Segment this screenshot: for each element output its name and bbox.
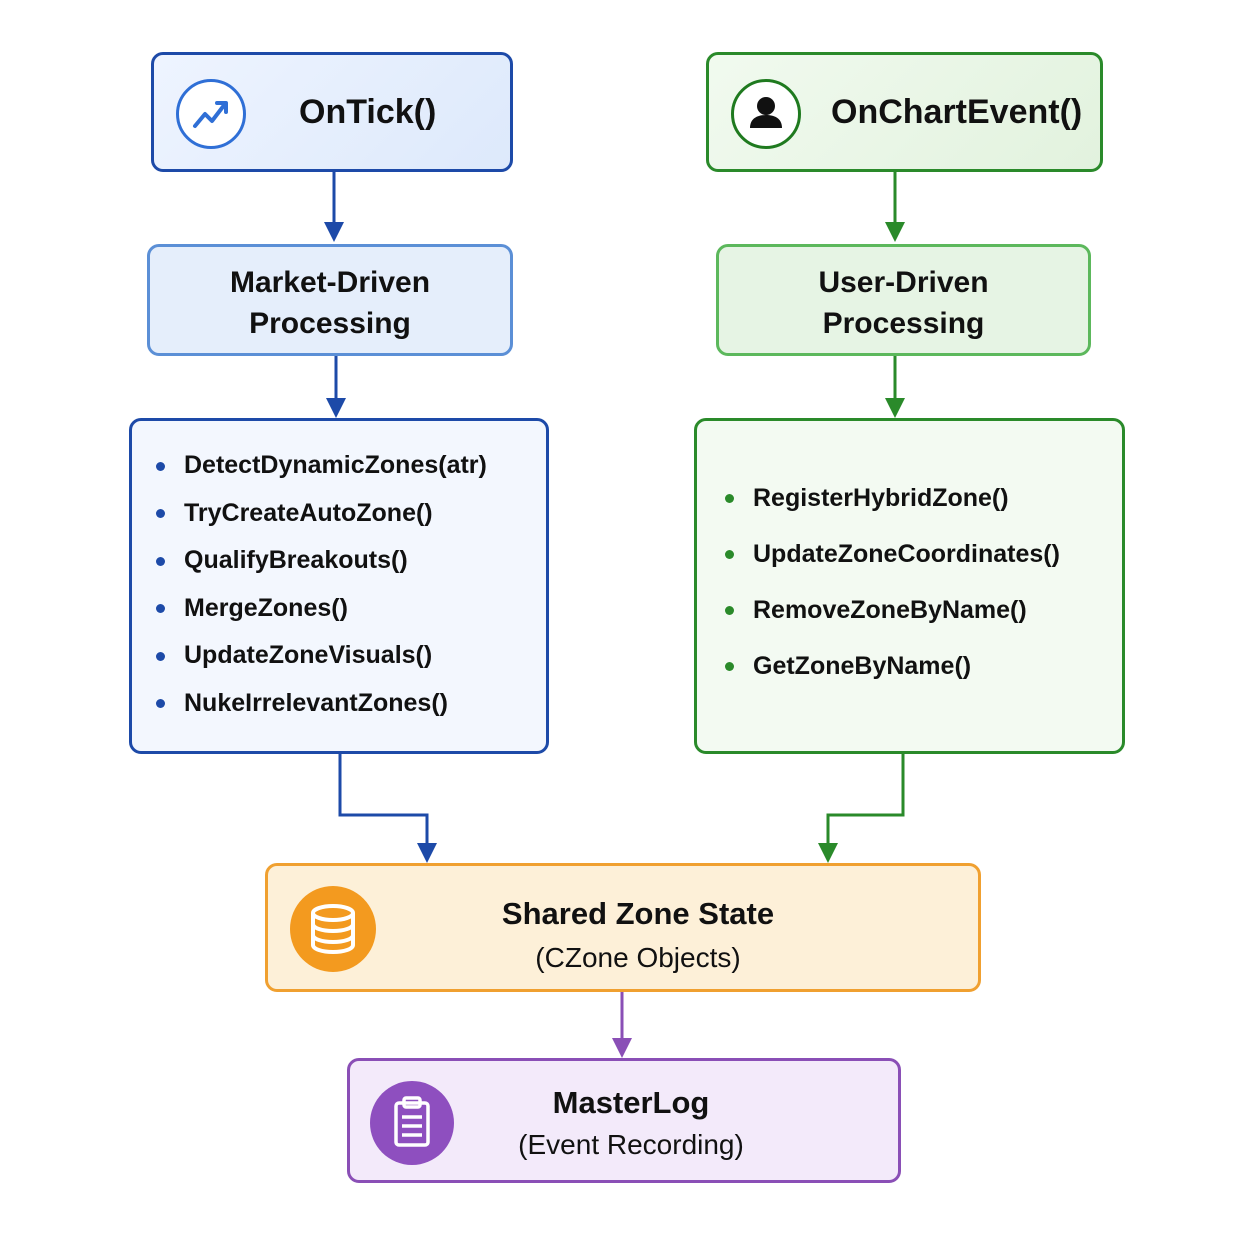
user-driven-line1: User-Driven	[818, 266, 989, 299]
user-function-list: RegisterHybridZone() UpdateZoneCoordinat…	[725, 470, 1060, 694]
ontick-node[interactable]: OnTick()	[151, 52, 513, 172]
masterlog-title: MasterLog	[552, 1085, 710, 1120]
arrowhead	[324, 222, 344, 242]
list-item[interactable]: UpdateZoneVisuals()	[156, 632, 487, 680]
user-icon	[731, 79, 801, 149]
market-driven-processing-node[interactable]: Market-Driven Processing	[147, 244, 513, 356]
arrowhead	[612, 1038, 632, 1058]
arrowhead	[885, 222, 905, 242]
arrowhead	[417, 843, 437, 863]
list-item[interactable]: DetectDynamicZones(atr)	[156, 442, 487, 490]
list-item[interactable]: RegisterHybridZone()	[725, 470, 1060, 526]
masterlog-subtitle: (Event Recording)	[518, 1129, 744, 1160]
market-driven-line1: Market-Driven	[229, 266, 431, 299]
list-item[interactable]: GetZoneByName()	[725, 638, 1060, 694]
user-functions-panel: RegisterHybridZone() UpdateZoneCoordinat…	[694, 418, 1125, 754]
list-item[interactable]: UpdateZoneCoordinates()	[725, 526, 1060, 582]
trend-up-icon	[176, 79, 246, 149]
masterlog-node[interactable]: MasterLog (Event Recording)	[347, 1058, 901, 1183]
shared-zone-state-node[interactable]: Shared Zone State (CZone Objects)	[265, 863, 981, 992]
arrowhead	[818, 843, 838, 863]
list-item[interactable]: QualifyBreakouts()	[156, 537, 487, 585]
onchartevent-node[interactable]: OnChartEvent()	[706, 52, 1103, 172]
ontick-label: OnTick()	[299, 93, 437, 131]
user-driven-line2: Processing	[822, 307, 985, 340]
market-driven-line2: Processing	[249, 307, 411, 340]
arrowhead	[326, 398, 346, 418]
list-item[interactable]: MergeZones()	[156, 585, 487, 633]
arrowhead	[885, 398, 905, 418]
market-functions-panel: DetectDynamicZones(atr) TryCreateAutoZon…	[129, 418, 549, 754]
shared-zone-subtitle: (CZone Objects)	[535, 942, 741, 973]
onchartevent-label: OnChartEvent()	[831, 93, 1083, 131]
database-icon	[290, 886, 376, 972]
list-item[interactable]: TryCreateAutoZone()	[156, 490, 487, 538]
clipboard-icon	[370, 1081, 454, 1165]
user-driven-processing-node[interactable]: User-Driven Processing	[716, 244, 1091, 356]
market-function-list: DetectDynamicZones(atr) TryCreateAutoZon…	[156, 442, 487, 727]
arrow-left-list-to-shared	[338, 754, 429, 852]
list-item[interactable]: NukeIrrelevantZones()	[156, 680, 487, 728]
list-item[interactable]: RemoveZoneByName()	[725, 582, 1060, 638]
arrow-right-list-to-shared	[826, 754, 905, 852]
shared-zone-title: Shared Zone State	[501, 896, 775, 931]
